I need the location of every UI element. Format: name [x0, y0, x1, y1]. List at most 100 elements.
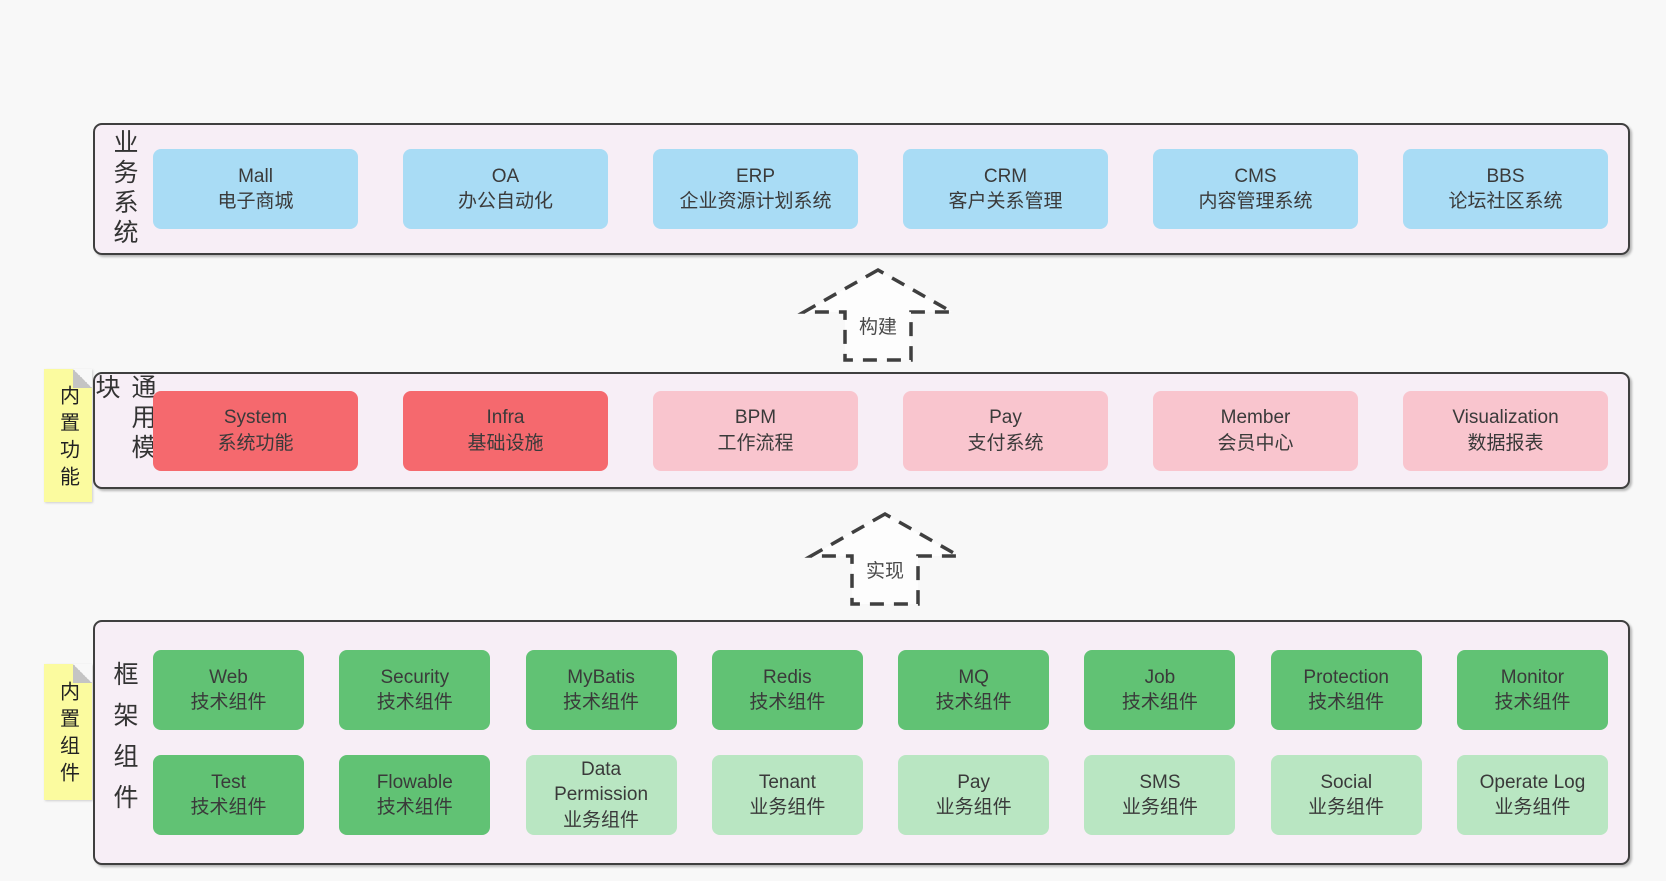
- module-desc: 业务组件: [1121, 797, 1198, 818]
- arrow-label: 实现: [866, 560, 904, 582]
- module-box-bbs: BBS 论坛社区系统: [1403, 149, 1608, 229]
- module-name: OA: [491, 165, 520, 187]
- module-name: Test: [211, 771, 246, 793]
- module-name: CRM: [983, 165, 1028, 187]
- panel-box-rows: System 系统功能 Infra 基础设施 BPM 工作流程 Pay 支付系统…: [153, 374, 1628, 487]
- block-arrow-up-icon: [804, 511, 966, 606]
- panel-side-label: 框架组件: [110, 660, 138, 825]
- module-box-cms: CMS 内容管理系统: [1153, 149, 1358, 229]
- module-name: Job: [1144, 666, 1176, 688]
- module-name: Infra: [486, 407, 525, 429]
- module-desc: 技术组件: [376, 692, 453, 713]
- module-name: Mall: [238, 165, 273, 187]
- module-name: Operate Log: [1479, 771, 1586, 793]
- module-box-bpm: BPM 工作流程: [653, 390, 858, 471]
- module-desc: 业务组件: [935, 797, 1012, 818]
- module-desc: 客户关系管理: [948, 191, 1063, 212]
- module-name: Member: [1220, 407, 1291, 429]
- module-box-crm: CRM 客户关系管理: [903, 149, 1108, 229]
- module-name: Data Permission: [554, 759, 649, 806]
- module-name: Monitor: [1500, 666, 1565, 688]
- panel-side-label: 通用模块: [92, 374, 156, 464]
- module-desc: 技术组件: [1308, 692, 1385, 713]
- block-arrow-up-icon: [797, 267, 959, 362]
- panel-common-modules: 通用模块 System 系统功能 Infra 基础设施 BPM 工作流程 Pay…: [92, 372, 1630, 489]
- module-desc: 业务组件: [1494, 797, 1571, 818]
- module-name: Tenant: [758, 771, 816, 793]
- module-box-monitor: Monitor 技术组件: [1456, 650, 1608, 730]
- module-desc: 技术组件: [376, 797, 453, 818]
- panel-box-rows: Mall 电子商城 OA 办公自动化 ERP 企业资源计划系统 CRM 客户关系…: [153, 125, 1628, 253]
- module-desc: 会员中心: [1217, 432, 1294, 454]
- module-box-oa: OA 办公自动化: [403, 149, 608, 229]
- module-name: Protection: [1303, 666, 1389, 688]
- module-box-mq: MQ 技术组件: [898, 650, 1050, 730]
- module-desc: 办公自动化: [457, 191, 553, 212]
- module-desc: 技术组件: [749, 692, 826, 713]
- module-desc: 技术组件: [190, 692, 267, 713]
- module-box-protection: Protection 技术组件: [1270, 650, 1422, 730]
- module-name: Web: [209, 666, 248, 688]
- module-name: System: [223, 407, 288, 429]
- folded-corner-icon: [73, 664, 92, 683]
- module-desc: 技术组件: [563, 692, 640, 713]
- module-desc: 技术组件: [190, 797, 267, 818]
- module-desc: 内容管理系统: [1198, 191, 1313, 212]
- module-box-mall: Mall 电子商城: [153, 149, 358, 229]
- module-name: ERP: [735, 165, 776, 187]
- module-desc: 业务组件: [749, 797, 826, 818]
- module-name: MyBatis: [567, 666, 635, 688]
- module-row: Web 技术组件 Security 技术组件 MyBatis 技术组件 Redi…: [153, 650, 1608, 730]
- module-name: BPM: [734, 407, 777, 429]
- module-desc: 技术组件: [1121, 692, 1198, 713]
- module-box-member: Member 会员中心: [1153, 390, 1358, 471]
- module-desc: 技术组件: [1494, 692, 1571, 713]
- module-desc: 业务组件: [563, 809, 640, 831]
- module-desc: 企业资源计划系统: [679, 191, 832, 212]
- sticky-note-built-in-features: 内置功能: [44, 369, 92, 502]
- module-desc: 工作流程: [717, 432, 794, 454]
- arrow-label: 构建: [859, 316, 897, 338]
- module-box-erp: ERP 企业资源计划系统: [653, 149, 858, 229]
- module-box-web: Web 技术组件: [153, 650, 304, 730]
- module-box-system: System 系统功能: [153, 390, 358, 471]
- module-desc: 电子商城: [217, 191, 294, 212]
- module-box-pay: Pay 支付系统: [903, 390, 1108, 471]
- module-name: CMS: [1234, 165, 1277, 187]
- build-arrow: 构建: [797, 267, 959, 362]
- module-box-mybatis: MyBatis 技术组件: [525, 650, 677, 730]
- module-name: Social: [1320, 771, 1373, 793]
- module-desc: 业务组件: [1308, 797, 1385, 818]
- module-box-data-permission: Data Permission 业务组件: [525, 755, 677, 835]
- module-box-sms: SMS 业务组件: [1084, 755, 1236, 835]
- panel-business-systems: 业务系统 Mall 电子商城 OA 办公自动化 ERP 企业资源计划系统 CRM…: [93, 123, 1630, 255]
- module-desc: 技术组件: [935, 692, 1012, 713]
- module-box-operate-log: Operate Log 业务组件: [1456, 755, 1608, 835]
- module-desc: 数据报表: [1467, 432, 1544, 454]
- module-box-infra: Infra 基础设施: [403, 390, 608, 471]
- module-box-job: Job 技术组件: [1084, 650, 1236, 730]
- sticky-note-built-in-components: 内置组件: [44, 664, 92, 800]
- sticky-note-label: 内置功能: [56, 384, 79, 493]
- module-name: Visualization: [1452, 407, 1559, 429]
- module-name: Flowable: [376, 771, 453, 793]
- module-name: BBS: [1486, 165, 1525, 187]
- module-name: Pay: [989, 407, 1022, 429]
- module-box-tenant: Tenant 业务组件: [711, 755, 863, 835]
- module-name: Security: [380, 666, 450, 688]
- folded-corner-icon: [73, 369, 92, 388]
- module-desc: 系统功能: [217, 432, 294, 454]
- module-name: SMS: [1139, 771, 1181, 793]
- module-row: System 系统功能 Infra 基础设施 BPM 工作流程 Pay 支付系统…: [153, 390, 1608, 471]
- module-box-redis: Redis 技术组件: [711, 650, 863, 730]
- module-row: Mall 电子商城 OA 办公自动化 ERP 企业资源计划系统 CRM 客户关系…: [153, 149, 1608, 229]
- module-row: Test 技术组件 Flowable 技术组件 Data Permission …: [153, 755, 1608, 835]
- module-box-social: Social 业务组件: [1270, 755, 1422, 835]
- module-desc: 支付系统: [967, 432, 1044, 454]
- implement-arrow: 实现: [804, 511, 966, 606]
- module-name: Redis: [763, 666, 812, 688]
- module-box-security: Security 技术组件: [339, 650, 491, 730]
- sticky-note-label: 内置组件: [56, 681, 79, 789]
- module-box-visualization: Visualization 数据报表: [1403, 390, 1608, 471]
